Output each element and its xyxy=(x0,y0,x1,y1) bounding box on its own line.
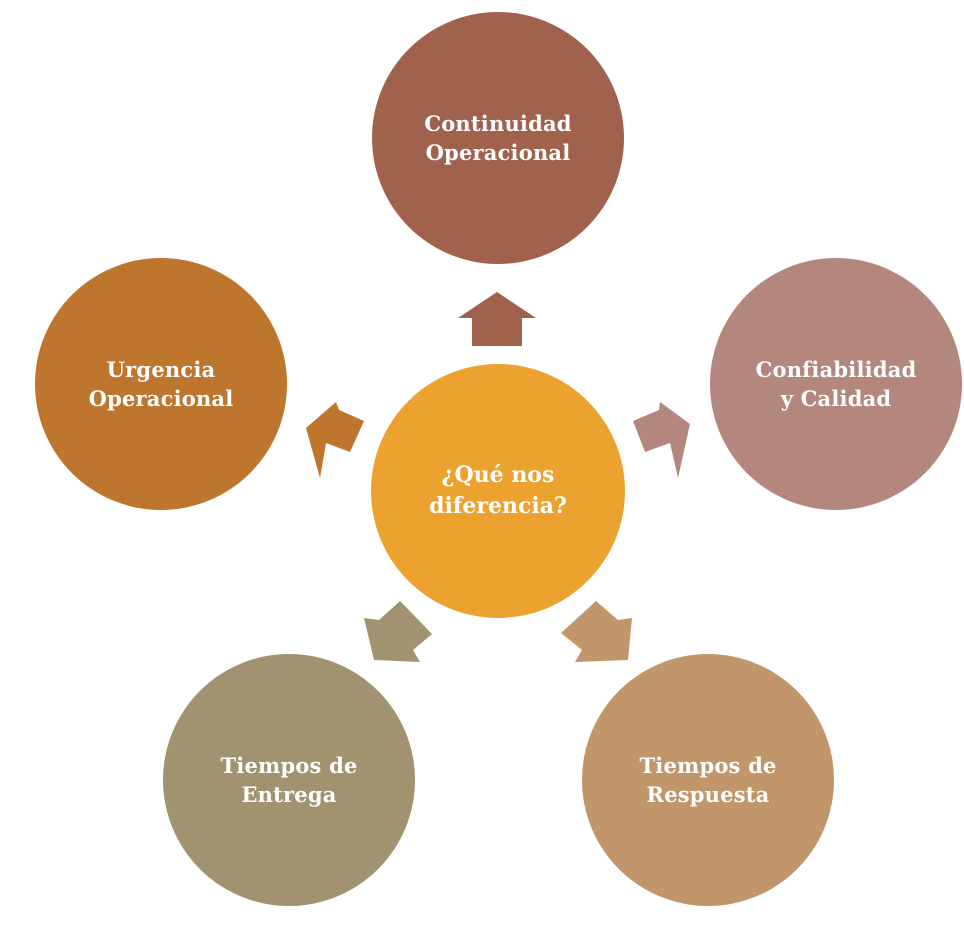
node-confiabilidad-calidad: Confiabilidad y Calidad xyxy=(710,258,962,510)
node-label: Continuidad Operacional xyxy=(424,111,572,165)
arrow-down-right-icon xyxy=(561,601,632,662)
node-label: Urgencia Operacional xyxy=(88,357,234,411)
node-label: Confiabilidad y Calidad xyxy=(755,357,917,411)
center-node: ¿Qué nos diferencia? xyxy=(371,364,625,618)
arrow-down-left-icon xyxy=(364,601,432,662)
arrow-left-icon xyxy=(306,402,364,478)
center-label: ¿Qué nos diferencia? xyxy=(429,462,567,519)
node-tiempos-respuesta: Tiempos de Respuesta xyxy=(582,654,834,906)
node-label: Tiempos de Respuesta xyxy=(639,753,777,807)
node-continuidad-operacional: Continuidad Operacional xyxy=(372,12,624,264)
node-label: Tiempos de Entrega xyxy=(220,753,358,807)
arrow-right-icon xyxy=(633,402,690,478)
node-tiempos-entrega: Tiempos de Entrega xyxy=(163,654,415,906)
node-urgencia-operacional: Urgencia Operacional xyxy=(35,258,287,510)
arrow-up-icon xyxy=(458,292,536,346)
